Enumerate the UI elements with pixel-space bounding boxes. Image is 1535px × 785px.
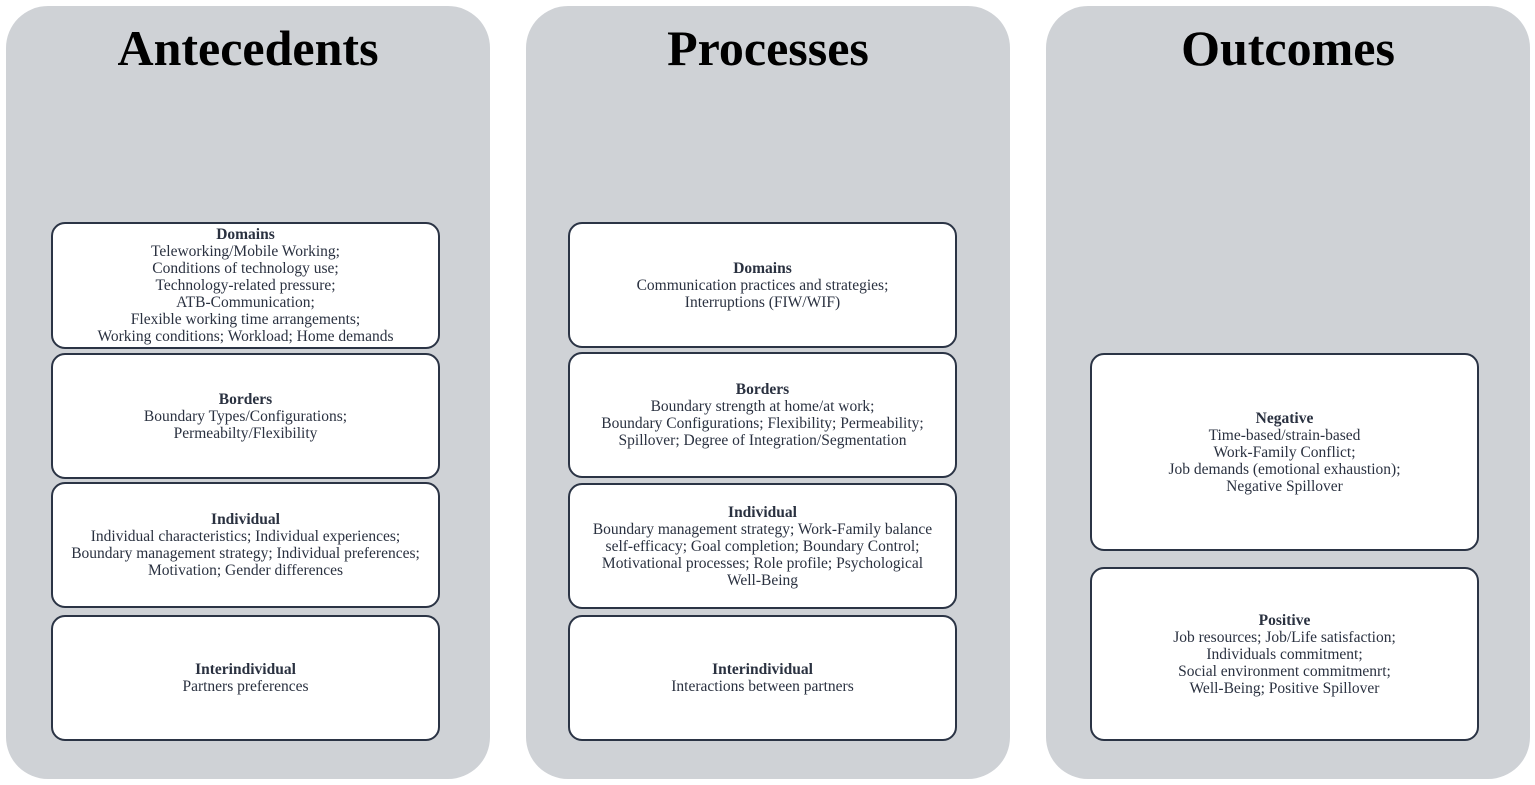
box-line: Job demands (emotional exhaustion);	[1168, 460, 1401, 478]
box-line: Interactions between partners	[671, 678, 854, 695]
box-line: Partners preferences	[182, 678, 309, 695]
box-title: Individual	[211, 511, 280, 528]
box-line: Negative Spillover	[1226, 477, 1343, 495]
box-line: Working conditions; Workload; Home deman…	[97, 328, 394, 345]
box-line: Boundary Configurations; Flexibility; Pe…	[601, 415, 924, 432]
box-line: Communication practices and strategies;	[636, 276, 889, 294]
box-individual: Individual Individual characteristics; I…	[51, 482, 440, 608]
box-title: Positive	[1258, 611, 1311, 629]
box-title: Domains	[733, 259, 792, 277]
box-line: Well-Being	[726, 571, 799, 589]
box-positive: Positive Job resources; Job/Life satisfa…	[1090, 567, 1479, 741]
box-interindividual: Interindividual Partners preferences	[51, 615, 440, 741]
box-line: Social environment commitmenrt;	[1178, 662, 1391, 680]
box-line: Teleworking/Mobile Working;	[151, 243, 340, 260]
box-line: Spillover; Degree of Integration/Segment…	[618, 432, 907, 449]
box-title: Negative	[1255, 409, 1314, 427]
box-line: Conditions of technology use;	[152, 260, 339, 277]
box-individual: Individual Boundary management strategy;…	[568, 483, 957, 609]
column-title: Antecedents	[117, 20, 379, 76]
box-line: Job resources; Job/Life satisfaction;	[1173, 628, 1396, 646]
box-line: Motivational processes; Role profile; Ps…	[601, 554, 924, 572]
box-domains: Domains Teleworking/Mobile Working; Cond…	[51, 222, 440, 349]
box-line: Motivation; Gender differences	[147, 562, 344, 579]
box-line: Individual characteristics; Individual e…	[90, 528, 401, 545]
box-borders: Borders Boundary Types/Configurations; P…	[51, 353, 440, 479]
box-line: Boundary strength at home/at work;	[650, 398, 875, 415]
box-line: Flexible working time arrangements;	[130, 311, 361, 328]
box-line: Technology-related pressure;	[155, 277, 336, 294]
box-line: Interruptions (FIW/WIF)	[684, 293, 841, 311]
box-borders: Borders Boundary strength at home/at wor…	[568, 352, 957, 478]
box-negative: Negative Time-based/strain-based Work-Fa…	[1090, 353, 1479, 551]
box-title: Borders	[218, 390, 273, 408]
box-title: Interindividual	[712, 661, 813, 678]
column-antecedents: Antecedents Domains Teleworking/Mobile W…	[6, 6, 490, 779]
column-processes: Processes Domains Communication practice…	[526, 6, 1010, 779]
box-line: Boundary management strategy; Individual…	[71, 545, 420, 562]
box-line: Boundary management strategy; Work-Famil…	[592, 520, 933, 538]
column-title: Outcomes	[1181, 20, 1395, 76]
box-line: ATB-Communication;	[176, 294, 315, 311]
box-title: Interindividual	[195, 661, 296, 678]
column-outcomes: Outcomes Negative Time-based/strain-base…	[1046, 6, 1530, 779]
box-line: Time-based/strain-based	[1208, 426, 1361, 444]
box-title: Domains	[216, 226, 275, 243]
box-title: Individual	[728, 503, 797, 521]
box-line: Individuals commitment;	[1206, 645, 1363, 663]
column-title: Processes	[667, 20, 869, 76]
box-line: Well-Being; Positive Spillover	[1189, 679, 1380, 697]
box-line: self-efficacy; Goal completion; Boundary…	[605, 537, 920, 555]
box-domains: Domains Communication practices and stra…	[568, 222, 957, 348]
box-line: Permeabilty/Flexibility	[173, 424, 318, 442]
box-title: Borders	[735, 381, 790, 398]
box-interindividual: Interindividual Interactions between par…	[568, 615, 957, 741]
box-line: Boundary Types/Configurations;	[143, 407, 348, 425]
box-line: Work-Family Conflict;	[1213, 443, 1356, 461]
